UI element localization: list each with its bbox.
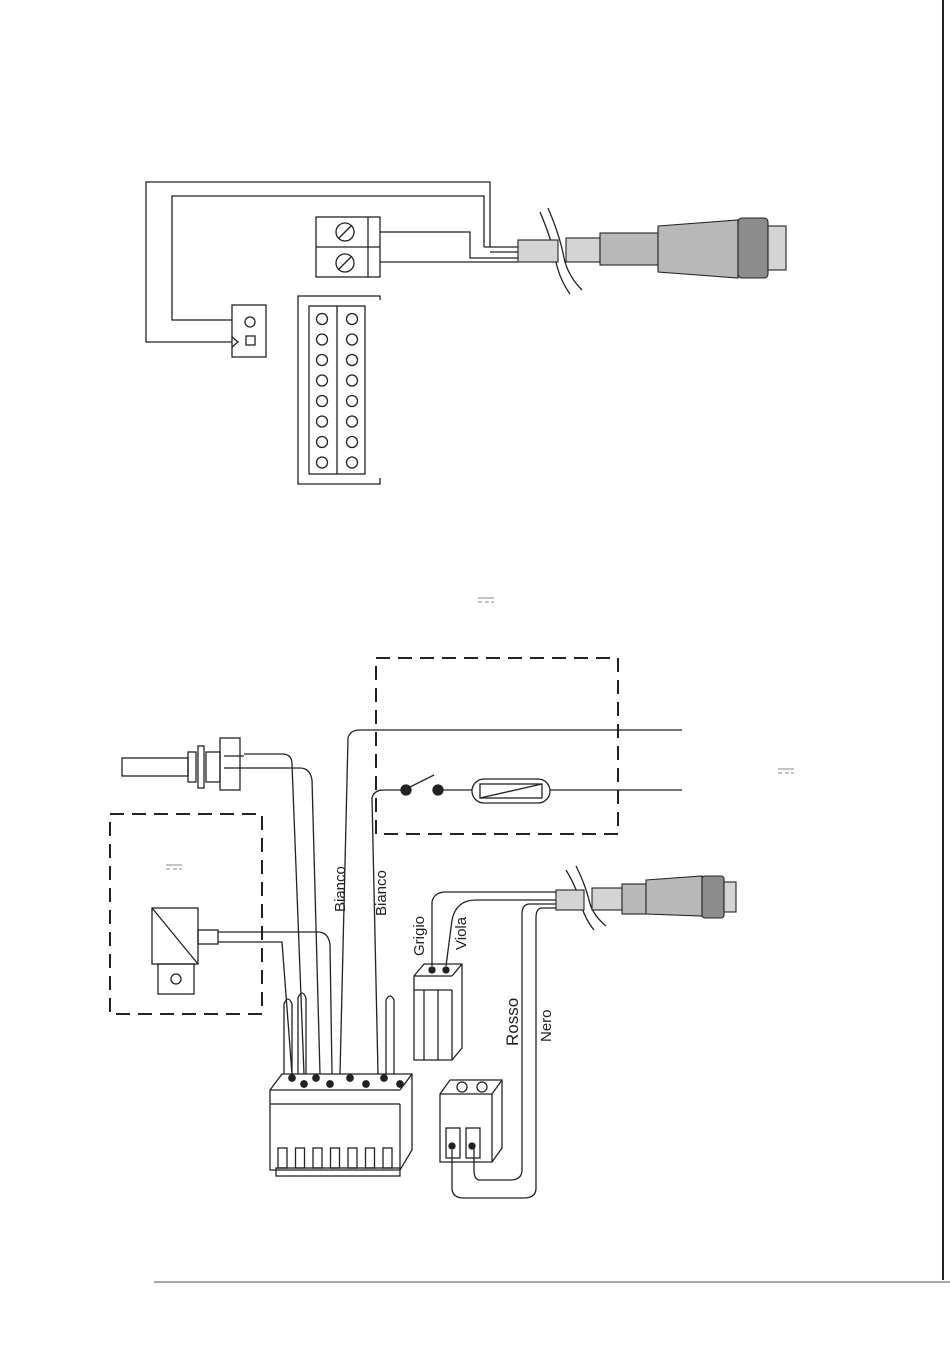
- terminal-screw: [363, 1081, 369, 1087]
- switch-contact: [401, 785, 411, 795]
- pin-header-2x8: [298, 296, 380, 484]
- header-pin: [317, 396, 328, 407]
- header-pin: [347, 355, 358, 366]
- terminal-slot: [331, 1148, 340, 1168]
- sensor-wire: [218, 932, 332, 1074]
- small-2pin-connector: [232, 305, 266, 357]
- terminal-slot: [313, 1148, 322, 1168]
- terminal-slot: [348, 1148, 357, 1168]
- header-pin: [347, 457, 358, 468]
- header-pin: [347, 334, 358, 345]
- main-terminal-block: [270, 1074, 412, 1176]
- power-terminal-block: [440, 1080, 502, 1162]
- header-pin: [347, 314, 358, 325]
- dashed-enclosure-left: [110, 814, 262, 1014]
- header-pin: [317, 334, 328, 345]
- terminal-screw: [397, 1081, 403, 1087]
- header-pin: [317, 355, 328, 366]
- header-pin: [317, 457, 328, 468]
- terminal-screw: [381, 1075, 387, 1081]
- wire-label-bianco-2: Bianco: [373, 870, 390, 916]
- top-diagram: [146, 182, 582, 484]
- terminal-slot: [383, 1148, 392, 1168]
- gray-violet-header: [414, 964, 462, 1060]
- dc-symbol: [778, 769, 794, 773]
- header-pin: [347, 396, 358, 407]
- wire-label-rosso: Rosso: [503, 998, 522, 1046]
- wire-label-bianco-1: Bianco: [332, 866, 349, 912]
- terminal-screw: [327, 1081, 333, 1087]
- probe-wire-1: [244, 754, 304, 1074]
- terminal-screw: [313, 1075, 319, 1081]
- sensor-module: [152, 908, 218, 994]
- dashed-enclosure-top: [376, 658, 618, 834]
- top-wire-inner: [172, 196, 484, 320]
- dc-symbol: [478, 598, 494, 602]
- terminal-slot: [366, 1148, 375, 1168]
- top-wire-c: [380, 232, 518, 258]
- header-pin: [347, 416, 358, 427]
- screw-icon: [457, 1082, 467, 1092]
- header-pin: [317, 375, 328, 386]
- terminal-screw: [301, 1081, 307, 1087]
- wire-label-viola: Viola: [453, 916, 470, 950]
- screw-terminal-block: [316, 217, 380, 277]
- terminal-screw: [289, 1075, 295, 1081]
- switch-contact: [433, 785, 443, 795]
- terminal-slot: [296, 1148, 305, 1168]
- header-pin: [317, 416, 328, 427]
- header-pin: [347, 375, 358, 386]
- wire-label-nero: Nero: [538, 1009, 555, 1042]
- wire-label-grigio: Grigio: [411, 916, 428, 956]
- bottom-diagram: [110, 658, 682, 1198]
- probe-sensor: [122, 738, 244, 790]
- header-pin: [347, 437, 358, 448]
- terminal-slot: [278, 1148, 287, 1168]
- switch-lever: [410, 775, 434, 787]
- header-pin: [317, 437, 328, 448]
- header-pin: [317, 314, 328, 325]
- dc-symbol: [166, 865, 182, 869]
- screw-icon: [477, 1082, 487, 1092]
- nero-wire: [452, 908, 556, 1198]
- terminal-screw: [347, 1075, 353, 1081]
